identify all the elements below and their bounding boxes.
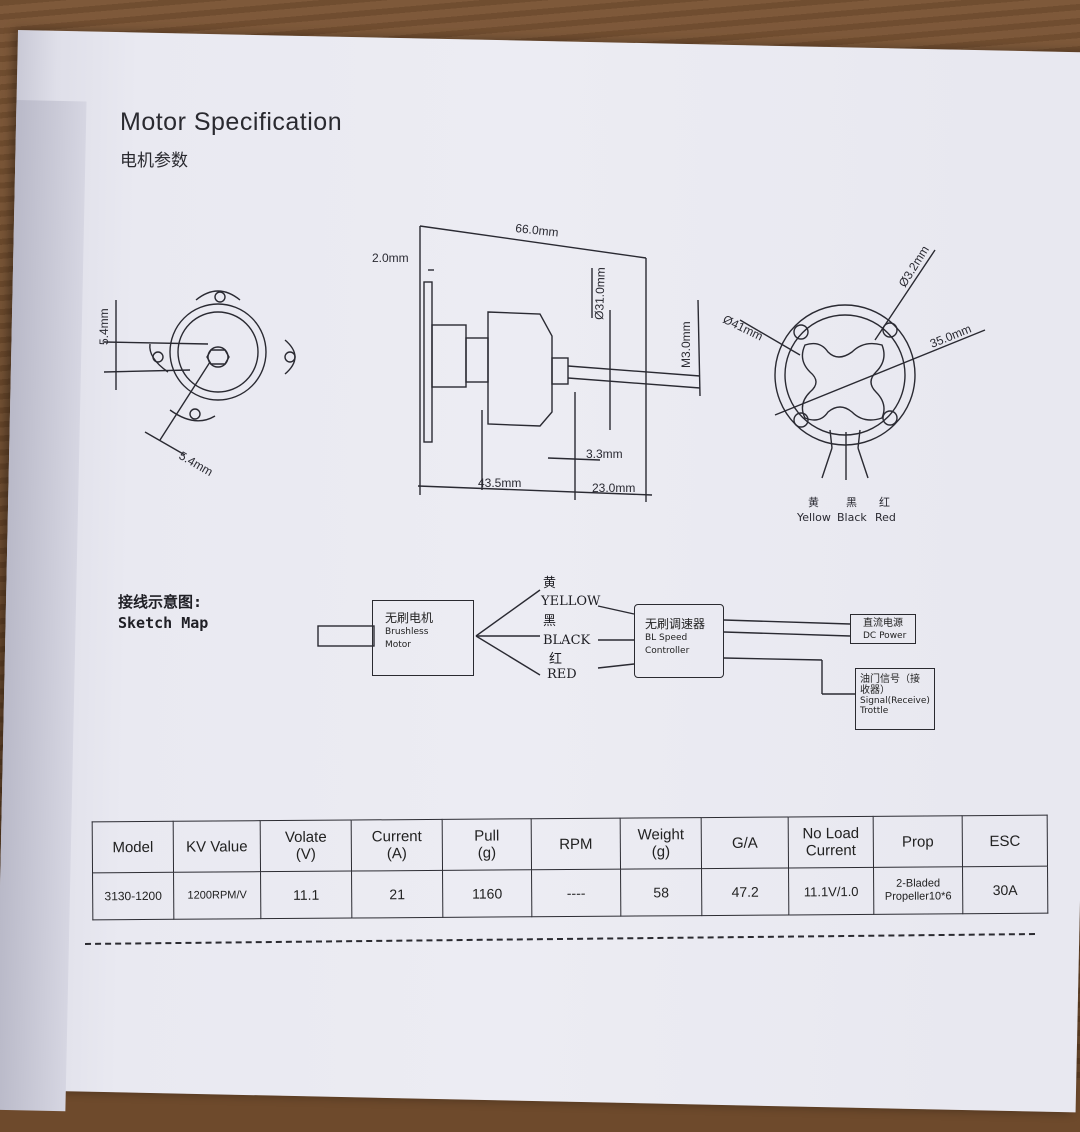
motor-box-zh: 无刷电机: [385, 611, 434, 625]
sketch-title: 接线示意图: Sketch Map: [118, 592, 208, 634]
esc-box: 无刷调速器 BL Speed Controller: [634, 604, 724, 678]
cell-model: 3130-1200: [92, 872, 174, 920]
rear-view-drawing: [739, 249, 986, 480]
table-row: 3130-1200 1200RPM/V 11.1 21 1160 ---- 58…: [92, 866, 1048, 920]
wire-yellow-zh: 黄: [543, 576, 557, 591]
sketch-title-en: Sketch Map: [118, 614, 209, 632]
esc-box-zh: 无刷调速器: [645, 617, 706, 631]
dim-gap: 3.3mm: [586, 447, 623, 461]
dc-power-box: 直流电源 DC Power: [850, 614, 916, 644]
cell-weight: 58: [620, 868, 702, 917]
page-subtitle: 电机参数: [120, 151, 188, 171]
rear-wire-yellow-en: Yellow: [796, 511, 831, 524]
wire-red-zh: 红: [549, 652, 563, 667]
wire-yellow-en: YELLOW: [541, 594, 601, 609]
cell-ga: 47.2: [701, 867, 789, 916]
front-view-drawing: [103, 290, 296, 456]
col-weight: Weight(g): [620, 817, 702, 870]
throttle-box: 油门信号（接 收器） Signal(Receive) Trottle: [855, 668, 935, 730]
rear-wire-yellow-zh: 黄: [808, 495, 819, 509]
throttle-zh2: 收器）: [860, 685, 890, 696]
wire-black-en: BLACK: [543, 633, 591, 648]
col-current: Current(A): [351, 819, 443, 872]
col-pull: Pull(g): [442, 818, 532, 871]
col-voltage: Volate(V): [260, 820, 352, 872]
cell-noload: 11.1V/1.0: [788, 867, 874, 915]
dim-shaft: M3.0mm: [679, 321, 693, 368]
cell-voltage: 11.1: [260, 871, 352, 919]
dim-front-top: 5.4mm: [97, 308, 111, 345]
col-prop: Prop: [873, 815, 963, 868]
cell-pull: 1160: [442, 869, 532, 918]
esc-box-en2: Controller: [645, 646, 690, 656]
rear-wire-red-en: Red: [875, 511, 896, 524]
esc-box-en1: BL Speed: [645, 633, 688, 643]
technical-drawing: 5.4mm 5.4mm 66.0mm 2.0mm Ø31.0mm M3.0mm …: [97, 221, 986, 695]
sketch-map-lines: [317, 589, 855, 695]
dim-tail: 23.0mm: [592, 481, 635, 495]
dc-power-zh: 直流电源: [863, 618, 903, 629]
throttle-zh: 油门信号（接: [860, 674, 920, 685]
cell-kv: 1200RPM/V: [173, 871, 261, 920]
dim-length: 66.0mm: [515, 221, 560, 239]
dim-span: 35.0mm: [928, 322, 973, 351]
dim-mount: Ø41mm: [721, 312, 766, 343]
throttle-en2: Trottle: [860, 706, 889, 716]
rear-wire-red-zh: 红: [879, 496, 890, 509]
cell-esc: 30A: [962, 866, 1048, 914]
dim-body: 43.5mm: [478, 476, 521, 490]
throttle-en1: Signal(Receive): [860, 696, 930, 706]
spec-table: Model KV Value Volate(V) Current(A) Pull…: [92, 815, 1049, 921]
motor-box-en2: Motor: [385, 640, 412, 650]
dim-flange: 2.0mm: [372, 251, 409, 265]
sketch-title-zh: 接线示意图:: [118, 593, 203, 611]
spec-table-header-row: Model KV Value Volate(V) Current(A) Pull…: [92, 815, 1048, 873]
col-esc: ESC: [962, 815, 1048, 867]
cell-current: 21: [351, 870, 443, 919]
wire-black-zh: 黑: [543, 614, 557, 629]
col-kv: KV Value: [173, 820, 261, 873]
col-ga: G/A: [701, 816, 789, 869]
side-view-drawing: [417, 225, 701, 502]
wire-red-en: RED: [547, 667, 577, 682]
motor-box: 无刷电机 Brushless Motor: [372, 600, 474, 676]
col-model: Model: [92, 821, 174, 873]
motor-box-en1: Brushless: [385, 627, 429, 637]
rear-wire-black-zh: 黑: [846, 496, 857, 509]
page-title: Motor Specification: [120, 108, 343, 136]
col-rpm: RPM: [531, 818, 621, 870]
cell-rpm: ----: [531, 869, 621, 917]
dim-diameter: Ø31.0mm: [592, 267, 608, 320]
dc-power-en: DC Power: [863, 631, 907, 641]
dim-front-bottom: 5.4mm: [177, 448, 216, 478]
rear-wire-black-en: Black: [837, 511, 867, 524]
